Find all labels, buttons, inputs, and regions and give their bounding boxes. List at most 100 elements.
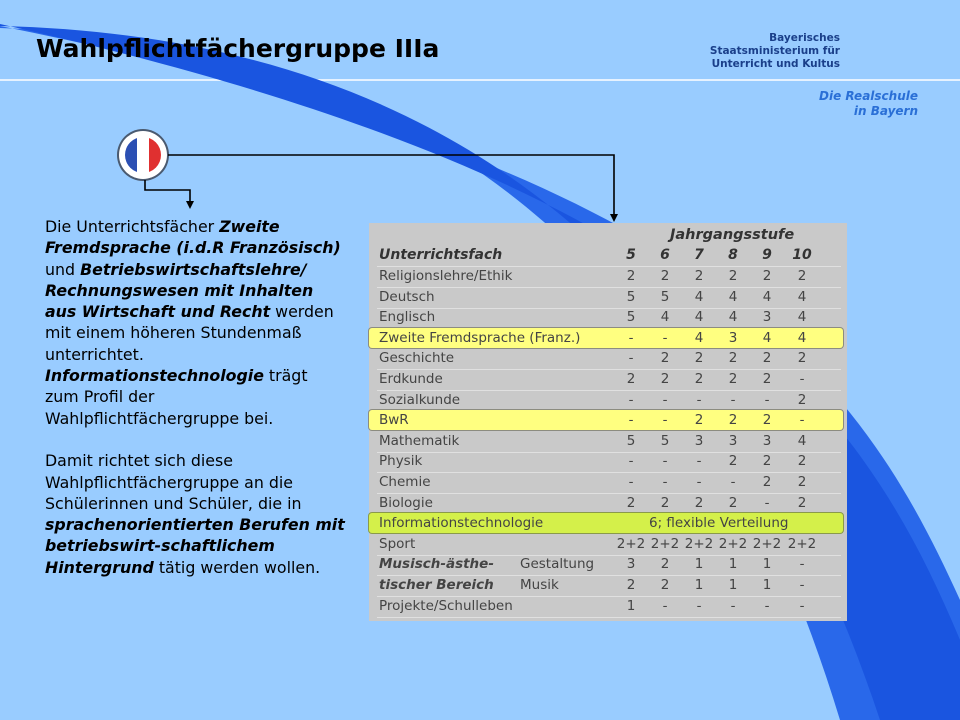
hours-cell: 2: [728, 350, 738, 367]
hours-cell: 5: [660, 432, 670, 449]
hours-cell: 2: [728, 371, 738, 387]
row-separator: [377, 287, 841, 288]
hours-cell: 2: [626, 577, 636, 593]
row-separator: [377, 369, 841, 371]
hours-cell: 2: [694, 350, 704, 367]
hours-cell: -: [628, 391, 634, 408]
hours-cell: -: [730, 391, 736, 408]
subject-name: Chemie: [379, 474, 431, 490]
hours-cell: -: [799, 577, 805, 593]
hours-cell: -: [799, 556, 805, 573]
row-separator: [377, 575, 841, 577]
hours-cell: -: [628, 350, 634, 367]
hours-cell: -: [662, 453, 668, 470]
hours-cell: 1: [762, 577, 772, 593]
hours-cell: 4: [660, 309, 670, 326]
hours-cell: -: [696, 474, 702, 490]
hours-cell: -: [696, 453, 702, 470]
description-paragraph: Die Unterrichtsfächer Zweite Fremdsprach…: [45, 216, 345, 429]
hours-cell: 1: [762, 556, 772, 573]
hours-cell: -: [662, 391, 668, 408]
hours-cell: 2+2: [684, 535, 714, 552]
hours-cell: 4: [762, 329, 772, 346]
hours-cell: 2: [797, 494, 807, 511]
hours-cell: -: [764, 391, 770, 408]
text-run: trägt zum Profil der Wahlpflichtfächergr…: [45, 366, 308, 428]
subject-name: Englisch: [379, 309, 436, 326]
subject-name: Sozialkunde: [379, 391, 461, 408]
hours-cell: 2: [660, 556, 670, 573]
hours-cell: 4: [797, 309, 807, 326]
hours-cell: 1: [694, 577, 704, 593]
hours-cell: 2: [762, 453, 772, 470]
hours-cell: -: [662, 329, 668, 346]
row-separator: [377, 451, 841, 453]
row-separator: [377, 596, 841, 597]
hours-cell: 5: [626, 432, 636, 449]
subject-name: Deutsch: [379, 288, 435, 305]
subject-name: Religionslehre/Ethik: [379, 268, 513, 284]
french-flag-icon: [119, 131, 167, 179]
hours-cell: 4: [694, 288, 704, 305]
hours-cell: 2: [797, 391, 807, 408]
hours-cell: 4: [694, 309, 704, 326]
row-separator: [377, 616, 841, 618]
hours-cell: 2: [694, 412, 704, 429]
hours-cell: 3: [762, 309, 772, 326]
hours-cell: -: [799, 412, 805, 429]
flag-stripe-white: [137, 137, 149, 173]
hours-cell: -: [799, 597, 805, 614]
hours-cell: 2: [728, 268, 738, 284]
column-header-grade: 5: [626, 247, 636, 263]
school-line: in Bayern: [853, 104, 918, 118]
arrow-to-table: [168, 154, 618, 222]
hours-cell: 1: [728, 556, 738, 573]
text-run: Damit richtet sich diese Wahlpflichtfäch…: [45, 451, 302, 513]
hours-cell: -: [662, 412, 668, 429]
subject-name: Sport: [379, 535, 416, 552]
column-header-grade: 6: [660, 247, 670, 263]
column-header-grade: 10: [792, 247, 812, 263]
hours-cell: 5: [626, 288, 636, 305]
hours-cell: 2+2: [787, 535, 817, 552]
hours-cell: 1: [728, 577, 738, 593]
hours-cell: 2: [694, 371, 704, 387]
hours-cell: 4: [694, 329, 704, 346]
hours-cell: -: [730, 597, 736, 614]
hours-cell: 4: [762, 288, 772, 305]
subject-name: Musisch-ästhe-: [379, 556, 494, 573]
hours-cell: 2: [660, 371, 670, 387]
row-separator: [377, 390, 841, 391]
description-text: Die Unterrichtsfächer Zweite Fremdsprach…: [45, 216, 345, 578]
hours-cell: 2: [660, 577, 670, 593]
hours-cell: 2+2: [650, 535, 680, 552]
ministry-line: Unterricht und Kultus: [711, 58, 840, 70]
hours-cell: -: [730, 474, 736, 490]
ministry-line: Bayerisches: [769, 32, 840, 44]
subject-subcategory: Musik: [520, 577, 559, 593]
hours-cell: 5: [660, 288, 670, 305]
column-header-grade: 9: [762, 247, 772, 263]
hours-cell: 2: [797, 474, 807, 490]
hours-cell: -: [628, 474, 634, 490]
hours-cell: 2: [762, 350, 772, 367]
subject-subcategory: Gestaltung: [520, 556, 595, 573]
hours-cell: 2: [728, 412, 738, 429]
hours-cell: 2: [762, 412, 772, 429]
subject-name: Projekte/Schulleben: [379, 597, 513, 614]
hours-cell: -: [764, 597, 770, 614]
